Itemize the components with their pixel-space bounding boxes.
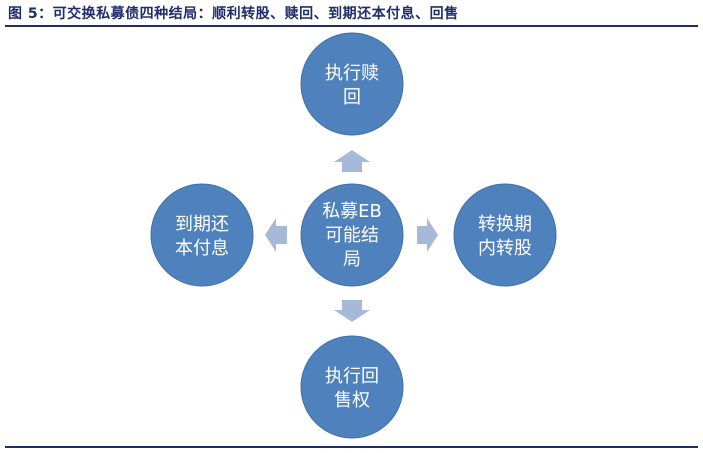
node-left-line-1: 到期还 (175, 214, 229, 235)
arrow-down (334, 300, 370, 322)
node-right-line-1: 转换期 (478, 214, 532, 235)
node-left-line-2: 本付息 (175, 238, 229, 259)
top-divider (5, 25, 698, 27)
node-right: 转换期 内转股 (453, 183, 557, 287)
node-bottom: 执行回 售权 (300, 335, 404, 439)
node-left: 到期还 本付息 (150, 183, 254, 287)
arrow-right (417, 218, 438, 252)
arrow-left (265, 218, 287, 252)
node-top-line-1: 执行赎 (325, 63, 379, 84)
node-center: 私募EB 可能结 局 (300, 183, 404, 287)
node-center-line-2: 可能结 (325, 225, 379, 246)
figure-title: 图 5：可交换私募债四种结局：顺利转股、赎回、到期还本付息、回售 (8, 6, 459, 22)
arrow-up (334, 150, 370, 172)
node-right-line-2: 内转股 (478, 238, 532, 259)
node-top: 执行赎 回 (300, 32, 404, 136)
node-top-line-2: 回 (343, 87, 361, 108)
bottom-divider (5, 446, 698, 448)
node-bottom-line-2: 售权 (334, 390, 370, 411)
node-center-line-1: 私募EB (322, 201, 382, 222)
node-center-line-3: 局 (343, 249, 361, 270)
node-bottom-line-1: 执行回 (325, 366, 379, 387)
